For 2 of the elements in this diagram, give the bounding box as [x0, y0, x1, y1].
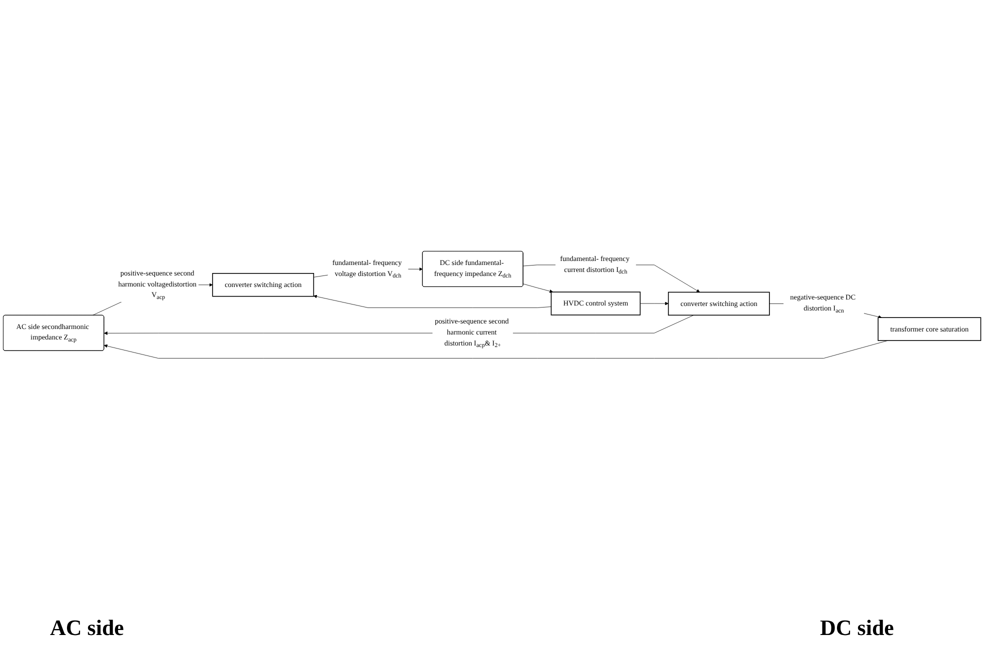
side-label: DC side	[820, 615, 894, 641]
side-label: AC side	[50, 615, 124, 641]
